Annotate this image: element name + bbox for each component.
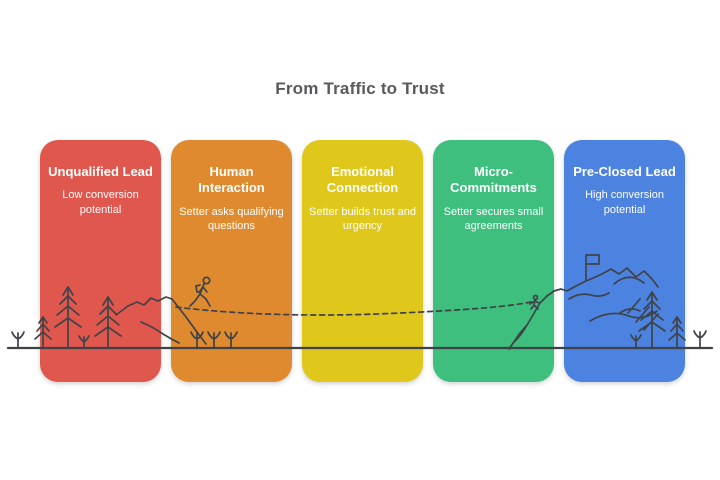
stage-title: Human Interaction (198, 164, 265, 196)
stage-card-pre-closed-lead: Pre-Closed Lead High conversion potentia… (564, 140, 685, 382)
stage-card-emotional-connection: Emotional Connection Setter builds trust… (302, 140, 423, 382)
stage-title: Micro- Commitments (450, 164, 537, 196)
stage-title: Pre-Closed Lead (573, 164, 676, 179)
shrub-icon (693, 330, 707, 349)
stage-description: High conversion potential (585, 189, 664, 216)
stage-card-human-interaction: Human Interaction Setter asks qualifying… (171, 140, 292, 382)
stage-card-micro-commitments: Micro- Commitments Setter secures small … (433, 140, 554, 382)
page-title: From Traffic to Trust (275, 79, 445, 98)
stage-description: Low conversion potential (62, 189, 139, 216)
shrub-icon (11, 331, 25, 349)
stage-cards-row: Unqualified Lead Low conversion potentia… (40, 140, 685, 382)
stage-card-unqualified-lead: Unqualified Lead Low conversion potentia… (40, 140, 161, 382)
stage-title: Emotional Connection (326, 164, 399, 196)
stage-description: Setter secures small agreements (443, 205, 544, 232)
stage-description: Setter builds trust and urgency (308, 205, 416, 232)
stage-description: Setter asks qualifying questions (179, 205, 284, 232)
stage-title: Unqualified Lead (48, 164, 153, 179)
